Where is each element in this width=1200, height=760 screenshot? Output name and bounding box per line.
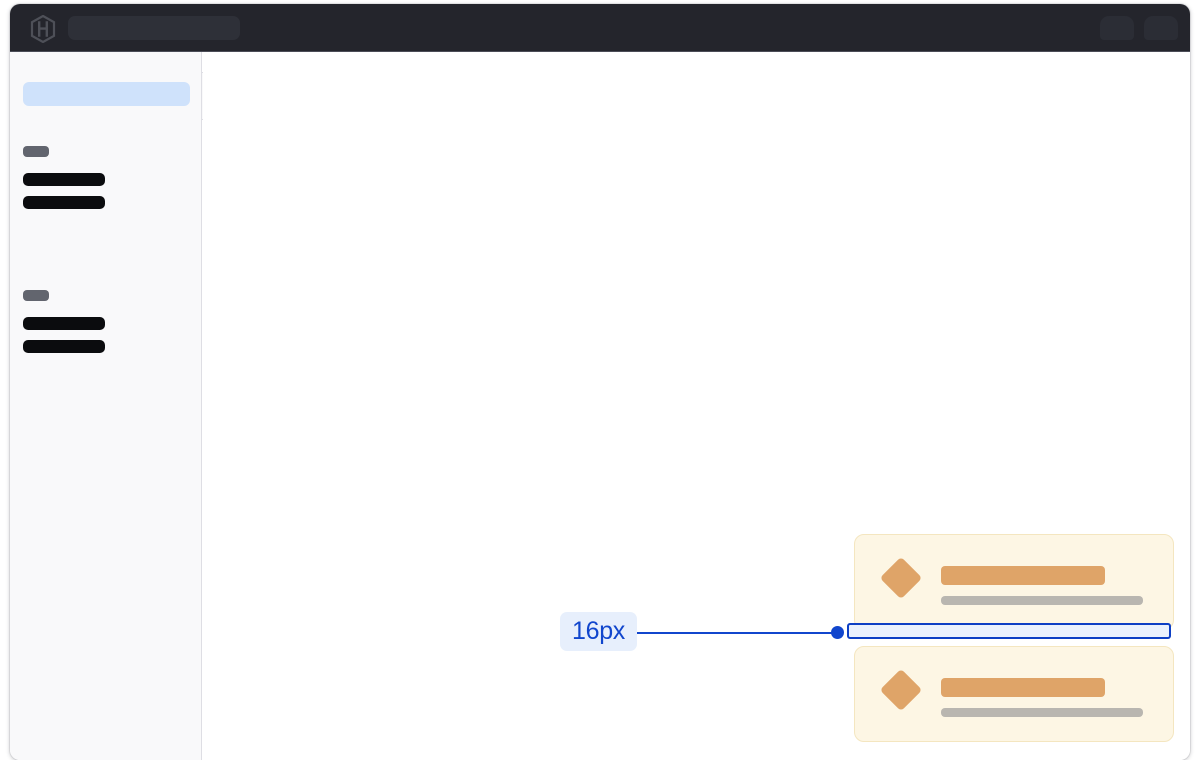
sidebar-item-primary-1[interactable]: [23, 173, 105, 186]
card-subtitle: [941, 596, 1143, 605]
sidebar-item-secondary-1[interactable]: [23, 317, 105, 330]
card-subtitle: [941, 708, 1143, 717]
diamond-icon: [879, 556, 923, 600]
header-action-left[interactable]: [1100, 16, 1134, 40]
sidebar-item-primary-2[interactable]: [23, 196, 105, 209]
content-card-bottom[interactable]: [854, 646, 1174, 742]
measurement-leader-line: [629, 632, 841, 634]
measurement-value-badge: 16px: [560, 612, 638, 651]
diamond-icon: [879, 668, 923, 712]
sidebar-item-secondary-2[interactable]: [23, 340, 105, 353]
sidebar-item-active[interactable]: [23, 82, 190, 106]
nav-group-secondary: [23, 290, 105, 353]
app-header: [10, 4, 1190, 52]
header-action-right[interactable]: [1144, 16, 1178, 40]
content-card-top[interactable]: [854, 534, 1174, 630]
nav-group-secondary-label: [23, 290, 49, 301]
card-title: [941, 566, 1105, 585]
hashicorp-hexagon-logo-icon[interactable]: [30, 14, 56, 44]
search-input[interactable]: [68, 16, 240, 40]
app-window: 16px: [10, 4, 1190, 760]
sidebar: [10, 52, 202, 760]
measurement-gap-box: [847, 623, 1171, 639]
nav-group-primary-label: [23, 146, 49, 157]
main-canvas: 16px: [203, 52, 1190, 760]
card-title: [941, 678, 1105, 697]
nav-group-primary: [23, 146, 105, 209]
